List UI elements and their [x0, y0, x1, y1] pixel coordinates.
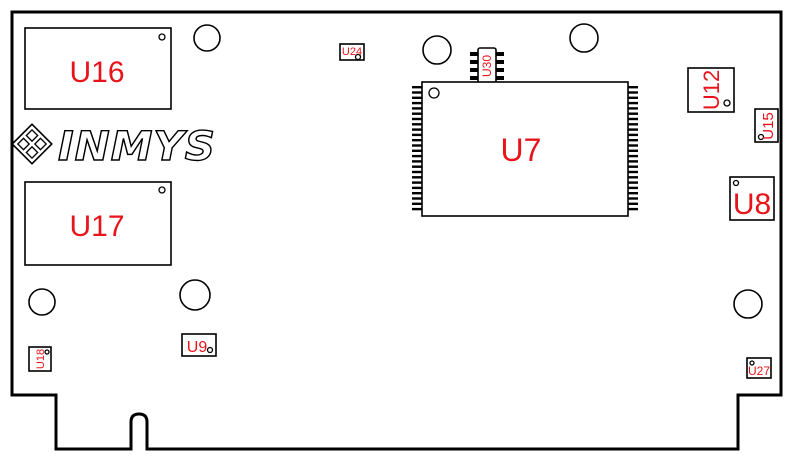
u7-pin: [412, 165, 422, 168]
u7-pin: [628, 197, 638, 200]
inmys-logo: INMYS: [11, 123, 216, 171]
u7-pin: [628, 144, 638, 147]
u7-pin: [412, 139, 422, 142]
u7-pin: [628, 133, 638, 137]
u7-pin: [412, 107, 422, 110]
board-outline: [10, 10, 783, 451]
u7-pin: [628, 207, 638, 211]
u7-pin: [628, 181, 638, 184]
u7-pin: [628, 154, 638, 158]
u7-pin: [412, 133, 422, 137]
u7-pin: [412, 117, 422, 121]
u7-pin: [628, 139, 638, 142]
component-label-u15: U15: [760, 112, 777, 140]
component-label-u27: U27: [748, 364, 770, 378]
component-label-u24: U24: [342, 46, 362, 58]
component-u30[interactable]: U30: [470, 47, 504, 85]
u7-pin: [412, 192, 422, 195]
u7-pin: [412, 96, 422, 99]
component-u8[interactable]: U8: [729, 176, 775, 221]
u7-pin: [628, 107, 638, 110]
component-u12[interactable]: U12: [687, 67, 735, 113]
inmys-logo-text: INMYS: [58, 124, 216, 170]
mounting-hole: [569, 23, 599, 53]
component-label-u17: U17: [69, 210, 124, 243]
component-u15[interactable]: U15: [754, 108, 779, 143]
u7-pin: [412, 86, 422, 89]
mounting-hole: [179, 279, 211, 311]
component-label-u12: U12: [699, 70, 724, 110]
component-u17[interactable]: U17: [24, 181, 172, 266]
u7-pin: [628, 186, 638, 190]
u7-pin: [412, 91, 422, 94]
u7-pin: [628, 192, 638, 195]
u7-pin: [628, 112, 638, 115]
component-u24[interactable]: U24: [339, 43, 365, 61]
inmys-logo-icon: [11, 123, 53, 165]
u7-pin: [628, 176, 638, 179]
mounting-hole: [422, 35, 452, 65]
u7-pin: [412, 207, 422, 211]
u7-pin: [628, 91, 638, 94]
u7-pin: [628, 117, 638, 121]
u7-pin: [412, 176, 422, 179]
component-u16[interactable]: U16: [24, 27, 172, 110]
u7-pin: [628, 86, 638, 89]
component-label-u9: U9: [187, 339, 208, 356]
u7-pin: [628, 202, 638, 205]
u7-pin: [412, 154, 422, 158]
u7-pin: [412, 149, 422, 152]
component-label-u16: U16: [69, 56, 124, 89]
component-label-u18: U18: [35, 349, 47, 369]
u7-pin: [412, 197, 422, 200]
u7-pin: [412, 144, 422, 147]
u7-pin: [412, 160, 422, 163]
component-u27[interactable]: U27: [746, 357, 772, 379]
u7-pin: [628, 101, 638, 105]
u7-pin: [628, 149, 638, 152]
u7-pin: [412, 112, 422, 115]
u7-pin: [412, 123, 422, 126]
u7-pin: [628, 96, 638, 99]
u7-pin: [412, 101, 422, 105]
mounting-hole: [28, 288, 56, 316]
component-u9[interactable]: U9: [181, 333, 217, 357]
u7-pin: [628, 170, 638, 174]
u7-pin: [412, 170, 422, 174]
component-label-u30: U30: [480, 55, 494, 77]
mounting-holes: [28, 23, 763, 319]
mounting-hole: [193, 24, 221, 52]
component-u7[interactable]: U7: [412, 81, 638, 217]
u7-pin: [628, 165, 638, 168]
u7-pin: [412, 186, 422, 190]
component-u18[interactable]: U18: [28, 346, 52, 372]
u7-pin: [628, 123, 638, 126]
component-label-u7: U7: [501, 132, 542, 168]
component-label-u8: U8: [733, 188, 771, 221]
u7-pin: [412, 181, 422, 184]
u7-pin: [412, 128, 422, 131]
u7-pin: [412, 202, 422, 205]
u7-pin: [628, 128, 638, 131]
u7-pin: [628, 160, 638, 163]
mounting-hole: [733, 289, 763, 319]
